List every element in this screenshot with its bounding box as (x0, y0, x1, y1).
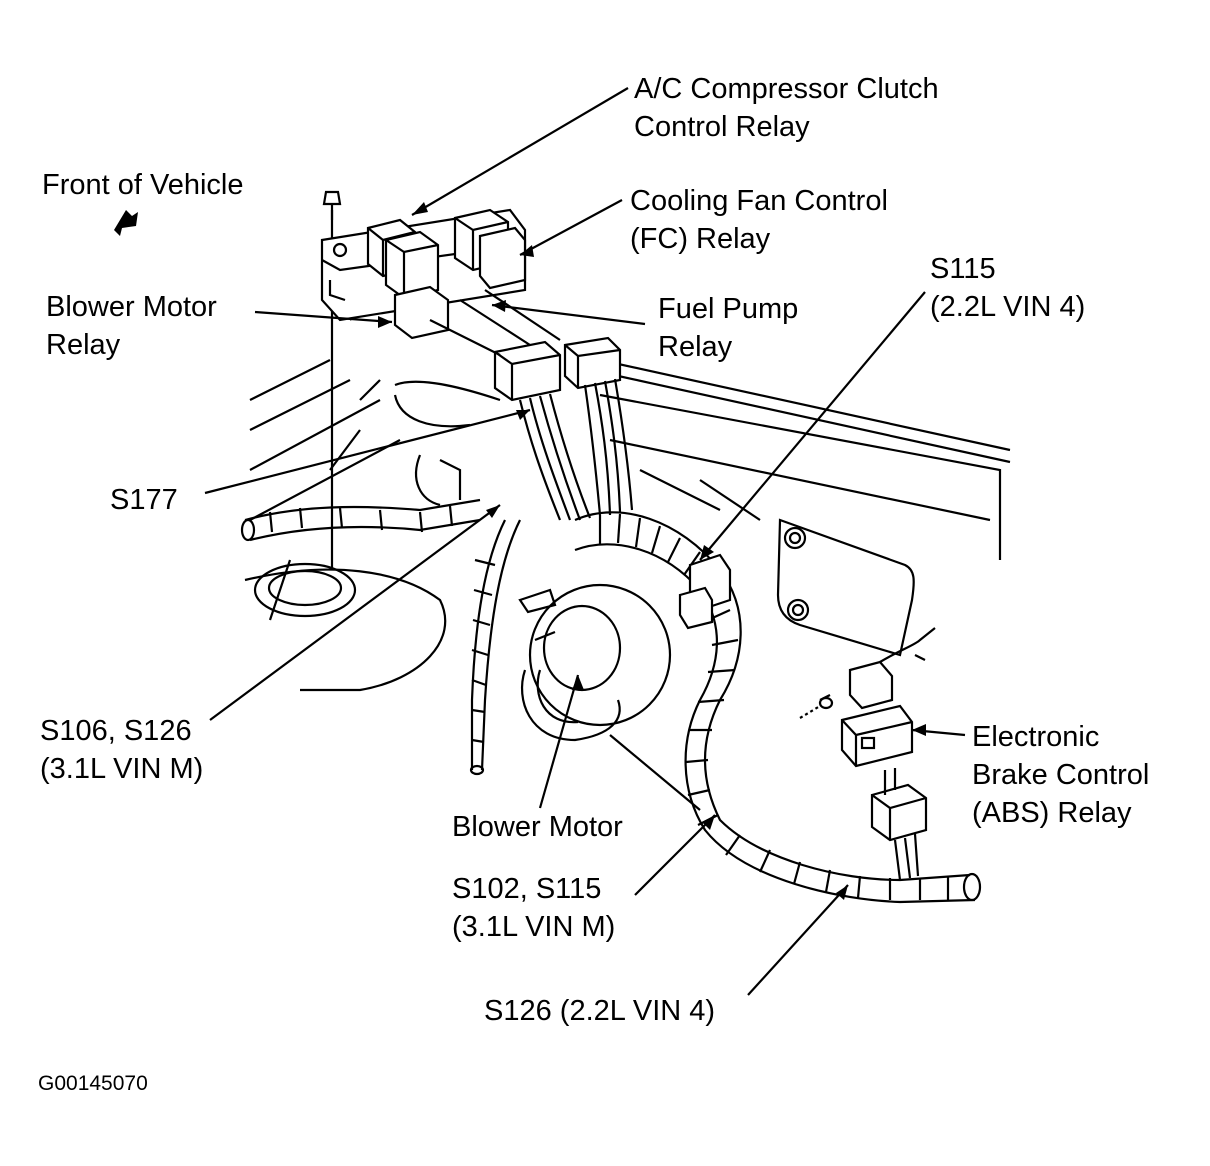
arrowheads (378, 202, 926, 900)
label-s177: S177 (110, 484, 178, 516)
label-fuel-pump-line1: Fuel Pump (658, 293, 799, 325)
relay-cooling-fan (453, 208, 527, 290)
splice-area (393, 380, 501, 507)
connector-left (493, 340, 562, 402)
leader-lines (204, 87, 966, 996)
wire-bundle (518, 378, 634, 521)
label-ac-relay-line1: A/C Compressor Clutch (634, 73, 939, 105)
left-harness (469, 519, 521, 776)
front-arrow-icon (114, 210, 138, 236)
blower-motor-shape (518, 583, 672, 742)
conduit-ribs (598, 513, 950, 900)
label-s102-line2: (3.1L VIN M) (452, 911, 616, 943)
abs-relay (799, 627, 936, 768)
label-s115-line1: S115 (930, 253, 996, 285)
strut-tower (253, 562, 357, 618)
figure-code: G00145070 (38, 1072, 148, 1095)
hose (240, 498, 481, 542)
label-s106-line1: S106, S126 (40, 715, 192, 747)
label-fuel-pump-line2: Relay (658, 331, 733, 363)
label-ac-relay-line2: Control Relay (634, 111, 810, 143)
label-cooling-fan-line1: Cooling Fan Control (630, 185, 888, 217)
fender-lines (244, 289, 447, 692)
label-blower-relay-line2: Relay (46, 329, 121, 361)
label-s115-line2: (2.2L VIN 4) (930, 291, 1086, 323)
label-front-of-vehicle: Front of Vehicle (42, 169, 244, 201)
bolt-icon (322, 190, 342, 220)
label-s102-line1: S102, S115 (452, 873, 602, 905)
label-ebc-line1: Electronic (972, 721, 1100, 753)
abs-connector (870, 768, 928, 881)
harness-clip (678, 553, 732, 630)
label-cooling-fan-line2: (FC) Relay (630, 223, 771, 255)
label-ebc-line3: (ABS) Relay (972, 797, 1132, 829)
relay-fuel-pump (384, 230, 440, 300)
relay-blower-motor (393, 285, 450, 340)
mounting-plate (776, 518, 915, 657)
connector-right (563, 336, 622, 390)
label-s106-line2: (3.1L VIN M) (40, 753, 204, 785)
label-ebc-line2: Brake Control (972, 759, 1150, 791)
label-blower-motor: Blower Motor (452, 811, 623, 843)
label-blower-relay-line1: Blower Motor (46, 291, 217, 323)
label-s126: S126 (2.2L VIN 4) (484, 995, 716, 1027)
cowl-panel (599, 358, 1011, 560)
